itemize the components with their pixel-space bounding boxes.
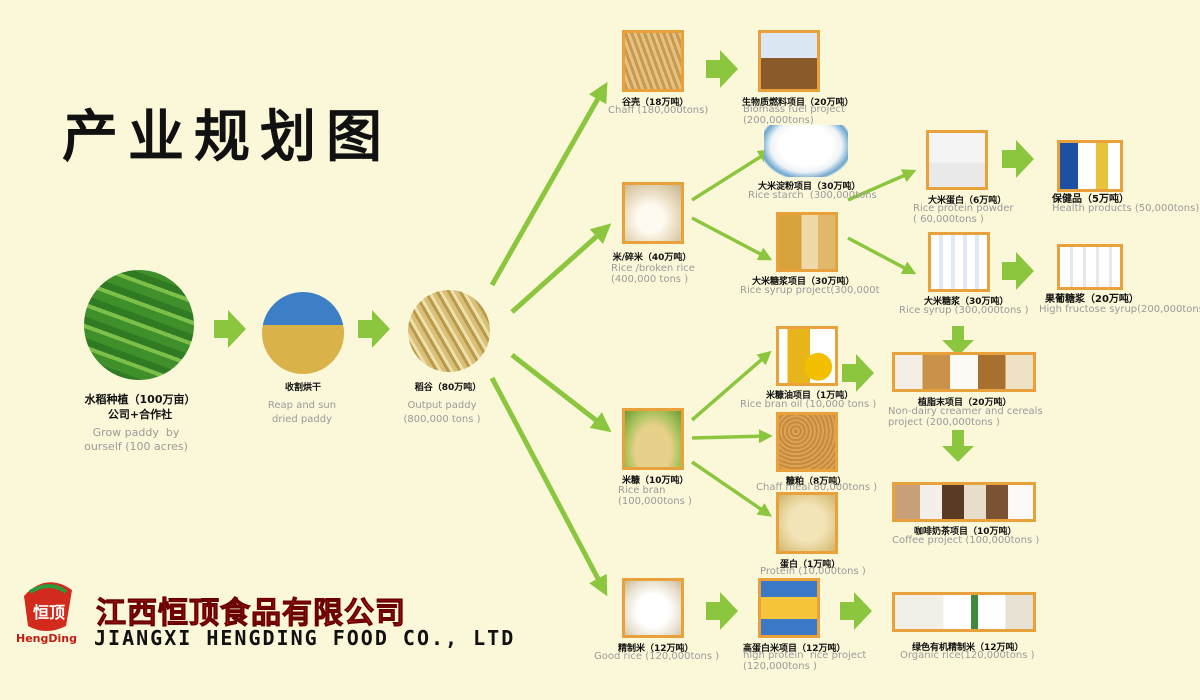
rice-starch-image [764, 125, 848, 177]
block-arrow-ricesyrup-creamer [942, 326, 974, 356]
creamer-en-label: Non-dairy creamer and cereals project (2… [888, 406, 1043, 428]
arrow-paddy-chaff [489, 81, 608, 287]
arrow-paddy-bran [510, 353, 612, 433]
block-arrow-chaff-biomass [706, 50, 738, 88]
bran-oil-en-label: Rice bran oil (10,000 tons ) [740, 399, 877, 410]
harvester-image [262, 292, 344, 374]
meal-cn-label: 糠粕（8万吨） [786, 477, 847, 487]
biomass-cn-label: 生物质燃料项目（20万吨） [742, 98, 854, 108]
arrow-paddy-rice [510, 223, 612, 314]
arrow-bran-oil [690, 350, 772, 422]
rice-protein-powder-image [926, 130, 988, 190]
rice-image [622, 182, 684, 244]
fructose-syrup-image [1057, 244, 1123, 290]
page-title: 产业规划图 [62, 104, 392, 170]
block-arrow-protein-health [1002, 140, 1034, 178]
starch-en-label: Rice starch (300,000tons [748, 190, 877, 201]
rice-syrup-en-label: Rice syrup (300,000tons ) [899, 305, 1029, 316]
chaff-cn-label: 谷壳（18万吨） [622, 98, 689, 108]
chaff-meal-image [776, 412, 838, 472]
syrup-project-image [776, 212, 838, 272]
meal-en-label: Chaff meal 80,000tons ) [756, 482, 878, 493]
biomass-plant-image [758, 30, 820, 92]
arrow-rice-starch [691, 149, 773, 202]
block-arrow-grow-reap [214, 310, 246, 348]
company-name-en: JIANGXI HENGDING FOOD CO., LTD [94, 626, 516, 650]
grow-cn-label: 水稻种植（100万亩） 公司+合作社 [84, 393, 196, 421]
creamer-cn-label: 植脂末项目（20万吨） [918, 398, 1012, 408]
coffee-en-label: Coffee project (100,000tons ) [892, 535, 1040, 546]
arrow-bran-meal [691, 429, 773, 444]
rice-en-label: Rice /broken rice (400,000 tons ) [611, 263, 695, 285]
block-arrow-oil-creamer [842, 354, 874, 392]
chaff-image [622, 30, 684, 92]
chaff-en-label: Chaff (180,000tons) [608, 105, 709, 116]
health-cn-label: 保健品（5万吨） [1052, 194, 1129, 205]
organic-cn-label: 绿色有机精制米（12万吨） [912, 643, 1024, 653]
protein-image [776, 492, 838, 554]
hp-rice-cn-label: 高蛋白米项目（12万吨） [743, 644, 846, 654]
block-arrow-hp-organic [840, 592, 872, 630]
arrow-starch-protein [847, 169, 917, 202]
organic-en-label: Organic rice(120,000tons ) [900, 650, 1035, 661]
logo-text: HengDing [16, 632, 77, 645]
rice-syrup-cn-label: 大米糖浆（30万吨） [924, 297, 1009, 307]
coffee-image [892, 482, 1036, 522]
bran-cn-label: 米糠（10万吨） [622, 476, 689, 486]
organic-rice-image [892, 592, 1036, 632]
syrup-project-cn-label: 大米糖浆项目（30万吨） [752, 277, 855, 287]
paddy-en-label: Output paddy (800,000 tons ) [403, 400, 481, 425]
protein-powder-en-label: Rice protein powder ( 60,000tons ) [913, 203, 1014, 225]
hp-rice-en-label: high protein rice project (120,000tons ) [743, 650, 867, 672]
rice-cn-label: 米/碎米（40万吨） [612, 253, 692, 263]
paddy-cn-label: 稻谷（80万吨） [414, 383, 482, 393]
coffee-cn-label: 咖啡奶茶项目（10万吨） [914, 527, 1017, 537]
arrow-paddy-goodrice [489, 376, 608, 597]
protein-en-label: Protein (10,000tons ) [760, 566, 866, 577]
health-en-label: Health products (50,000tons) [1052, 203, 1200, 214]
fructose-en-label: High fructose syrup(200,000tons [1039, 304, 1200, 315]
good-rice-en-label: Good rice (120,000tons ) [594, 651, 720, 662]
high-protein-rice-image [758, 578, 820, 638]
bran-oil-cn-label: 米糠油项目（1万吨） [766, 391, 854, 401]
biomass-en-label: Biomass fuel project (200,000tons) [743, 104, 845, 126]
protein-cn-label: 蛋白（1万吨） [780, 560, 841, 570]
bran-en-label: Rice bran (100,000tons ) [618, 485, 692, 507]
creamer-image [892, 352, 1036, 392]
arrow-rice-syrup [691, 216, 773, 261]
block-arrow-creamer-coffee [942, 430, 974, 462]
arrow-bran-protein [691, 460, 773, 517]
block-arrow-goodrice-hp [706, 592, 738, 630]
fructose-cn-label: 果葡糖浆（20万吨） [1045, 294, 1139, 305]
good-rice-cn-label: 精制米（12万吨） [618, 644, 694, 654]
grow-en-label: Grow paddy by ourself (100 acres) [84, 426, 188, 453]
rice-syrup-image [928, 232, 990, 292]
block-arrow-syrup-fructose [1002, 252, 1034, 290]
good-rice-image [622, 578, 684, 638]
paddy-image [408, 290, 490, 372]
block-arrow-reap-paddy [358, 310, 390, 348]
protein-powder-cn-label: 大米蛋白（6万吨） [928, 196, 1007, 206]
reap-en-label: Reap and sun dried paddy [267, 400, 337, 425]
syrup-project-en-label: Rice syrup project(300,000t [740, 285, 880, 296]
health-products-image [1057, 140, 1123, 192]
rice-field-image [84, 270, 194, 380]
rice-bran-image [622, 408, 684, 470]
arrow-syrup-ricesyrup [847, 236, 917, 275]
company-name-cn: 江西恒顶食品有限公司 [96, 596, 406, 632]
starch-cn-label: 大米淀粉项目（30万吨） [758, 182, 861, 192]
rice-bran-oil-image [776, 326, 838, 386]
reap-cn-label: 收割烘干 [284, 383, 322, 393]
